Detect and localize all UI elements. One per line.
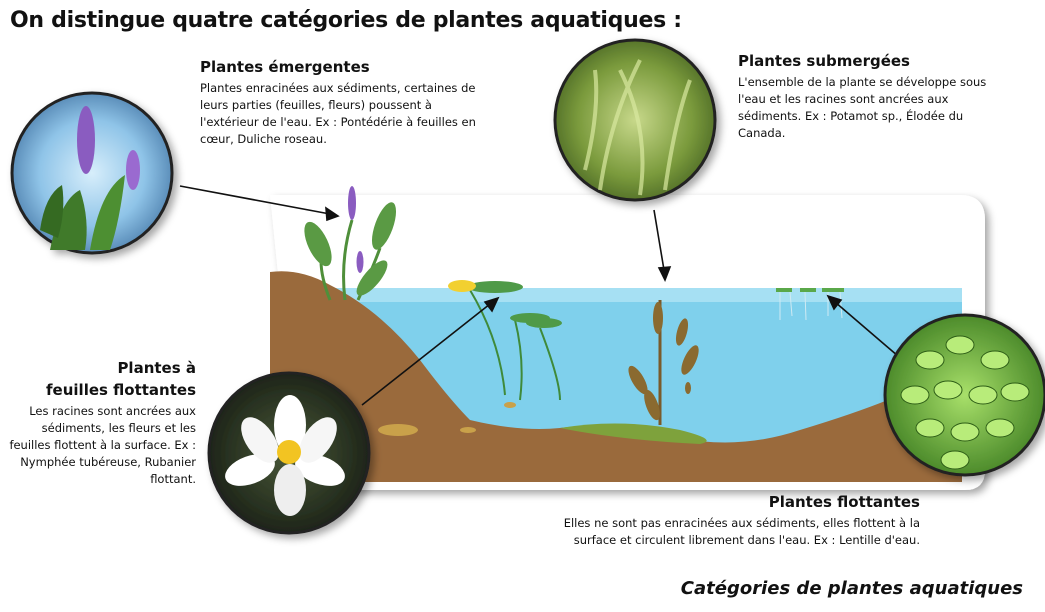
heading-flottantes: Plantes flottantes	[768, 493, 920, 511]
label-plantes-flottantes: Plantes flottantes Elles ne sont pas enr…	[540, 493, 920, 549]
heading-feuilles-flottantes-1: Plantes à	[117, 359, 196, 377]
heading-submergees: Plantes submergées	[738, 52, 910, 70]
arrow-feuilles-flottantes	[361, 303, 491, 406]
arrow-emergentes	[179, 185, 331, 215]
label-plantes-submergees: Plantes submergées L'ensemble de la plan…	[738, 52, 998, 142]
photo-emergentes	[10, 91, 174, 255]
soil-basin	[270, 271, 962, 482]
water-lily-drawing	[448, 280, 562, 401]
text-flottantes: Elles ne sont pas enracinées aux sédimen…	[563, 516, 920, 547]
photo-submergees	[553, 38, 717, 202]
arrow-submergees	[653, 209, 665, 271]
figure-caption: Catégories de plantes aquatiques	[680, 578, 1023, 599]
rooted-cattail-drawing	[628, 300, 699, 425]
heading-emergentes: Plantes émergentes	[200, 58, 370, 76]
duckweed-drawing	[776, 288, 844, 321]
emergent-plant-drawing	[304, 186, 397, 301]
heading-feuilles-flottantes-2: feuilles flottantes	[46, 381, 196, 399]
photo-feuilles-flottantes	[207, 371, 371, 535]
label-plantes-feuilles-flottantes: Plantes à feuilles flottantes Les racine…	[0, 357, 196, 488]
label-plantes-emergentes: Plantes émergentes Plantes enracinées au…	[200, 58, 490, 148]
text-feuilles-flottantes: Les racines sont ancrées aux sédiments, …	[9, 404, 196, 486]
photo-flottantes	[883, 313, 1045, 477]
arrow-flottantes	[834, 301, 906, 363]
diagram-title: On distingue quatre catégories de plante…	[10, 8, 682, 33]
text-emergentes: Plantes enracinées aux sédiments, certai…	[200, 81, 476, 146]
text-submergees: L'ensemble de la plante se développe sou…	[738, 75, 987, 140]
